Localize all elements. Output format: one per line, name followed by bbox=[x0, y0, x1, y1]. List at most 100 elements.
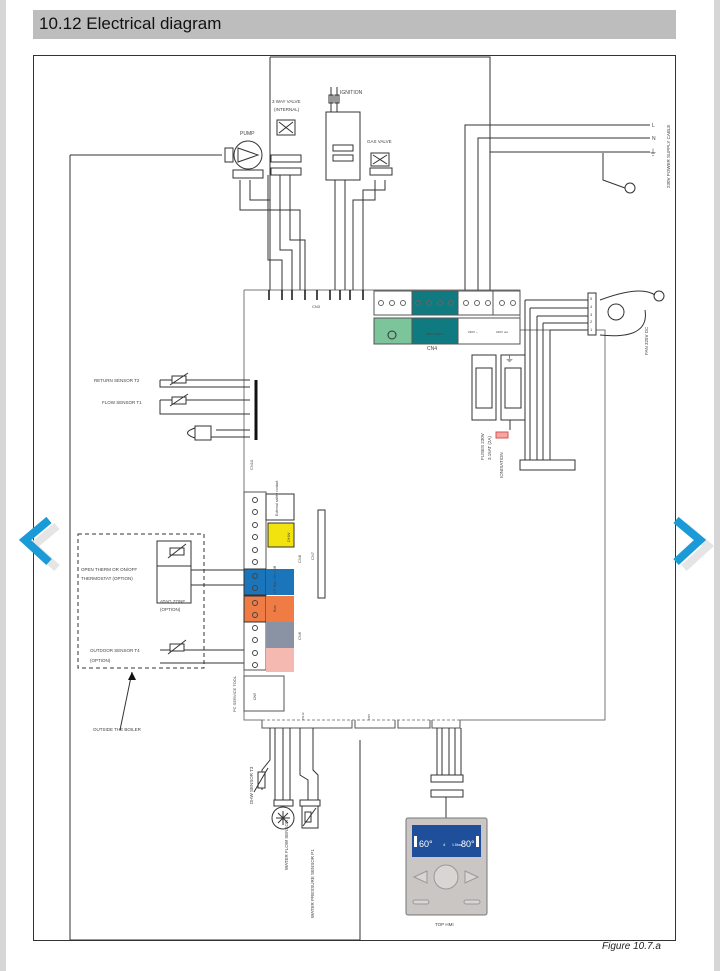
flow-sensor-label: FLOW SENSOR T1 bbox=[102, 400, 142, 405]
wire-power-earth bbox=[489, 151, 650, 290]
fan-label: FAN 325V DC bbox=[644, 326, 649, 355]
ignition-label: IGNITION bbox=[340, 90, 363, 96]
return-sensor-label: RETURN SENSOR T2 bbox=[94, 378, 140, 383]
wire-valve-1 bbox=[267, 175, 283, 290]
outside-boiler-pointer bbox=[119, 671, 133, 731]
pump-symbol: PUMP bbox=[224, 131, 264, 179]
top-hmi: 60° 4 1.5bar 80° TOP HMI bbox=[405, 817, 488, 927]
water-flow-sensor-label: WATER FLOW SENSOR bbox=[284, 819, 289, 870]
dhw-label: DHW bbox=[286, 532, 291, 542]
three-way-valve-sublabel: (INTERNAL) bbox=[274, 107, 300, 112]
cn4-terminal-block: 230V Ignition 230V ~ 230V out CN4 bbox=[373, 290, 521, 352]
hmi-pressure-unit: 1.5bar bbox=[452, 843, 463, 847]
wire-gasvalve-1 bbox=[352, 180, 376, 290]
water-pressure-sensor-label: WATER PRESSURE SENSOR P1 bbox=[310, 849, 315, 918]
thermostat-label: OPEN THERM OR ON/OFF bbox=[81, 567, 137, 572]
wire-left-loop bbox=[69, 155, 361, 941]
gas-valve: GAS VALVE bbox=[367, 139, 393, 176]
cn5-connector bbox=[519, 459, 576, 471]
bottom-connector-strips bbox=[261, 720, 461, 729]
next-page-button[interactable] bbox=[660, 500, 720, 580]
wire-outdoor-sensor bbox=[160, 649, 244, 664]
three-way-valve: 3 WAY VALVE (INTERNAL) bbox=[270, 99, 302, 176]
fan-pin-3: 3 bbox=[590, 312, 593, 317]
three-way-valve-label: 3 WAY VALVE bbox=[272, 99, 301, 104]
zone-sublabel: (OPTION) bbox=[160, 607, 181, 612]
power-supply: L N ⏚ 230V POWER SUPPLY CABLE bbox=[624, 123, 671, 194]
gas-valve-label: GAS VALVE bbox=[367, 139, 392, 144]
previous-page-button[interactable] bbox=[5, 500, 65, 580]
outdoor-sensor-sublabel: (OPTION) bbox=[90, 658, 111, 663]
safety-contact-label: External safety contact bbox=[275, 481, 279, 516]
outside-boiler-label: OUTSIDE THE BOILER bbox=[93, 727, 142, 732]
chevron-right-icon bbox=[673, 516, 715, 571]
cn5-bottom-label: CN5 bbox=[367, 714, 371, 720]
fan-pin-1: 1 bbox=[590, 327, 593, 332]
cn4-230v-label: 230V ~ bbox=[468, 330, 478, 334]
cn7-connector bbox=[317, 509, 326, 599]
outdoor-sensor-label: OUTDOOR SENSOR T4 bbox=[90, 648, 140, 653]
ionisation-label: IONISATION bbox=[499, 452, 504, 478]
arrow-icon bbox=[128, 672, 136, 680]
input-terminal-blocks: External safety contact DHW OT Bus / On … bbox=[243, 481, 326, 672]
wire-pump-cn3-b bbox=[249, 180, 271, 290]
wire-gasvalve-2 bbox=[362, 180, 386, 290]
cn10-label: CN10 bbox=[249, 459, 254, 470]
page-edge-right bbox=[714, 0, 720, 971]
zone-label: ATAG ZONE bbox=[160, 599, 185, 604]
cn12-label: CN12 bbox=[301, 712, 305, 720]
fuses-label: FUSES 230V bbox=[480, 433, 485, 460]
cn4-label: CN4 bbox=[427, 346, 437, 352]
outside-boiler-box: OPEN THERM OR ON/OFF THERMOSTAT (OPTION)… bbox=[77, 533, 205, 732]
cn9-label: CN9 bbox=[253, 693, 257, 700]
figure-caption: Figure 10.7.a bbox=[602, 941, 661, 952]
bus-label: Bus bbox=[272, 605, 277, 612]
hmi-left-arrow-icon bbox=[412, 870, 428, 884]
wire-valve-3 bbox=[289, 175, 306, 290]
ot-bus-label: OT Bus / On / Off bbox=[273, 566, 277, 593]
cn3-pins bbox=[268, 290, 364, 300]
hmi-dial-icon bbox=[433, 864, 459, 890]
fuses-rating: 3.15AT (2A) bbox=[487, 436, 492, 460]
cn3-label: CN3 bbox=[312, 304, 321, 309]
wire-valve-2 bbox=[279, 175, 293, 290]
pump-label: PUMP bbox=[240, 131, 255, 137]
wire-power-gland bbox=[602, 153, 626, 189]
earth-icon: ⏚ bbox=[505, 354, 514, 364]
hmi-right-temp: 80° bbox=[461, 839, 475, 849]
fan-pin-5: 5 bbox=[590, 296, 593, 301]
cn4-ignition-label: 230V Ignition bbox=[426, 332, 444, 336]
cn8-label: CN8 bbox=[297, 554, 302, 563]
fan-symbol: 5 4 3 2 1 FAN 325V DC bbox=[587, 290, 665, 355]
cn6-label: CN6 bbox=[297, 631, 302, 640]
hmi-left-temp: 60° bbox=[419, 839, 433, 849]
terminal-L: L bbox=[652, 123, 655, 129]
fan-pin-4: 4 bbox=[590, 304, 593, 309]
wire-thermostat bbox=[190, 569, 244, 586]
cable-gland-icon bbox=[624, 182, 636, 194]
section-header: 10.12 Electrical diagram bbox=[33, 10, 676, 39]
dhw-sensor-label: DHW SENSOR T3 bbox=[249, 766, 254, 804]
fuses: FUSES 230V 3.15AT (2A) bbox=[471, 354, 526, 460]
ignition-unit: IGNITION bbox=[325, 87, 363, 181]
wire-power-N bbox=[477, 137, 650, 290]
terminal-earth: ⏚ bbox=[649, 148, 657, 157]
thermostat-sublabel: THERMOSTAT (OPTION) bbox=[81, 576, 133, 581]
left-sensors: RETURN SENSOR T2 FLOW SENSOR T1 bbox=[94, 372, 212, 441]
fan-pin-2: 2 bbox=[590, 319, 593, 324]
pc-service-tool-label: PC SERVICE TOOL bbox=[232, 675, 237, 712]
terminal-N: N bbox=[652, 136, 656, 142]
cn7-label: CN7 bbox=[310, 551, 315, 560]
main-pcb-outline bbox=[243, 289, 606, 721]
page-edge-left bbox=[0, 0, 6, 971]
hmi-middle-value: 4 bbox=[443, 842, 446, 847]
chevron-left-icon bbox=[18, 516, 60, 571]
pc-service-tool: PC SERVICE TOOL CN9 bbox=[232, 675, 285, 712]
ionisation: IONISATION ⏚ bbox=[495, 354, 514, 478]
power-supply-label: 230V POWER SUPPLY CABLE bbox=[666, 125, 671, 188]
cn4-230v-out-label: 230V out bbox=[496, 330, 508, 334]
hmi-label: TOP HMI bbox=[435, 922, 454, 927]
bottom-sensors: DHW SENSOR T3 WATER FLOW SENSOR WATER PR… bbox=[249, 766, 321, 918]
hmi-right-arrow-icon bbox=[464, 870, 480, 884]
